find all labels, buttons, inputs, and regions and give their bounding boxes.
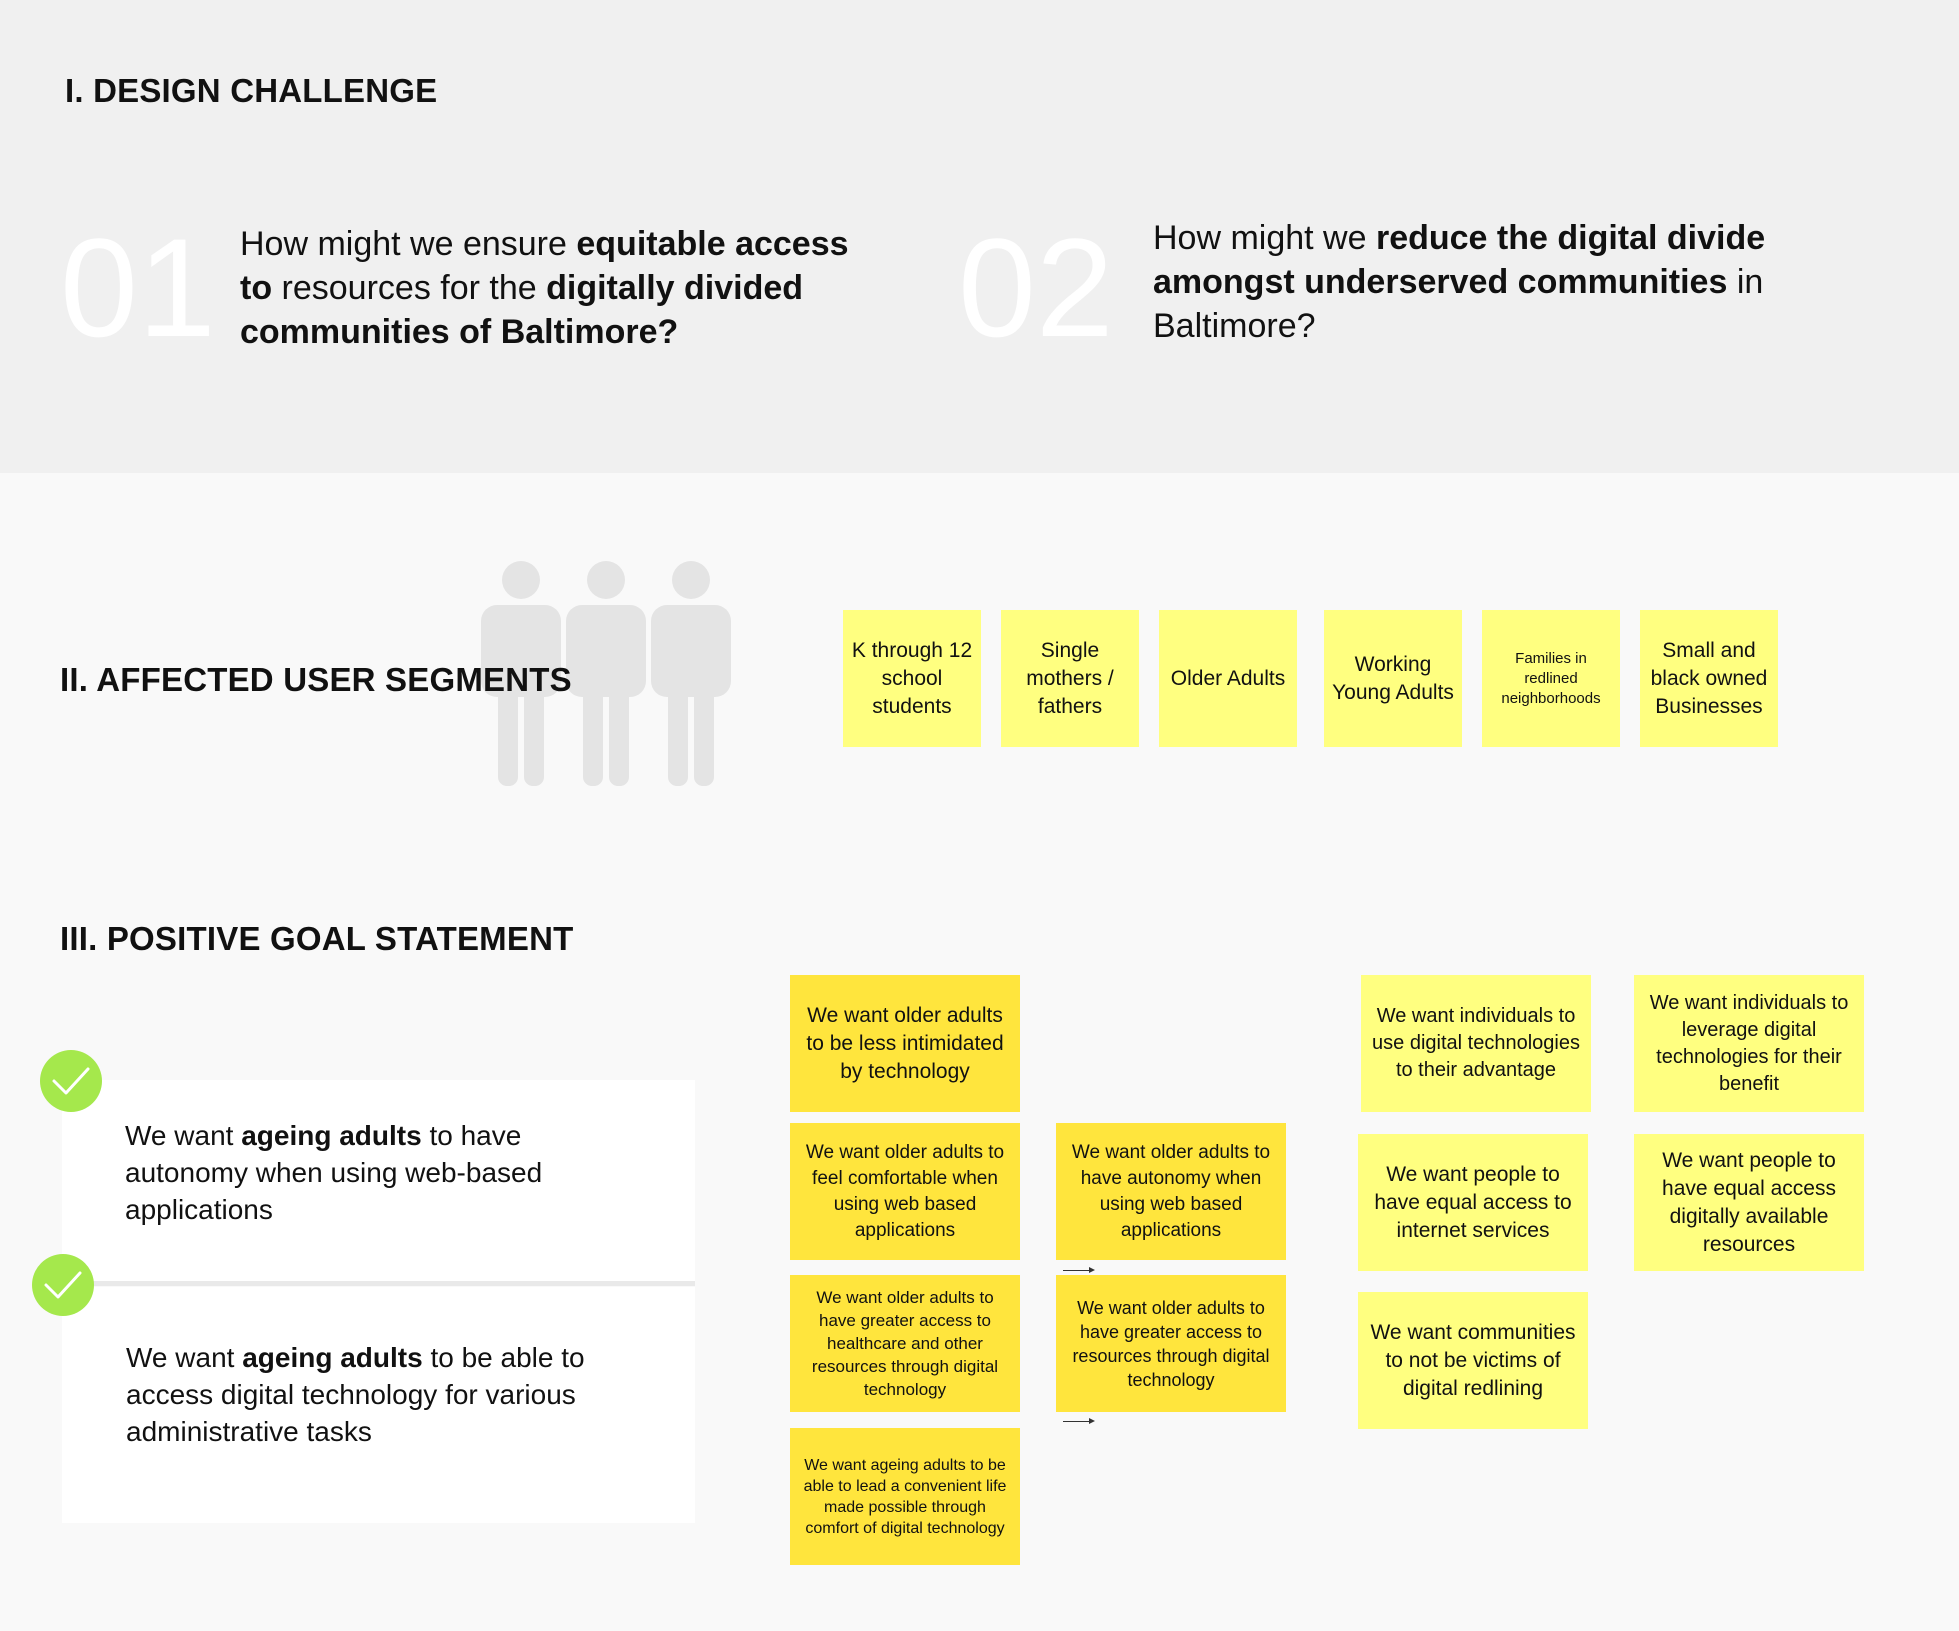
checkmark-icon — [40, 1050, 102, 1112]
section-title-affected-user-segments: II. AFFECTED USER SEGMENTS — [60, 661, 572, 698]
question-02: How might we reduce the digital divide a… — [1153, 219, 1766, 345]
people-group-icon — [481, 561, 731, 786]
arrow-icon — [1063, 1418, 1095, 1424]
question-01: How might we ensure equitable access to … — [240, 225, 849, 351]
goal-note-internet-access: We want people to have equal access to i… — [1358, 1134, 1588, 1271]
checkmark-icon — [32, 1254, 94, 1316]
question-number-01: 01 — [60, 209, 216, 366]
segment-note-single-parents: Single mothers / fathers — [1001, 610, 1139, 747]
goal-card-divider — [62, 1281, 695, 1286]
goal-note-resource-access: We want older adults to have greater acc… — [1056, 1275, 1286, 1412]
section-title-positive-goal-statement: III. POSITIVE GOAL STATEMENT — [60, 920, 574, 957]
segment-note-working-young-adults: Working Young Adults — [1324, 610, 1462, 747]
goal-note-convenient-life: We want ageing adults to be able to lead… — [790, 1428, 1020, 1565]
question-number-02: 02 — [958, 209, 1114, 366]
section-title-design-challenge: I. DESIGN CHALLENGE — [65, 72, 438, 109]
goal-note-feel-comfortable: We want older adults to feel comfortable… — [790, 1123, 1020, 1260]
goal-note-equal-resource-access: We want people to have equal access digi… — [1634, 1134, 1864, 1271]
goal-note-leverage-technology: We want individuals to leverage digital … — [1634, 975, 1864, 1112]
segment-note-redlined-families: Families in redlined neighborhoods — [1482, 610, 1620, 747]
segment-note-black-owned-businesses: Small and black owned Businesses — [1640, 610, 1778, 747]
design-challenge-band — [0, 0, 1959, 473]
segment-note-k12: K through 12 school students — [843, 610, 981, 747]
goal-statement-1: We want ageing adults to have autonomy w… — [125, 1120, 543, 1225]
segment-note-older-adults: Older Adults — [1159, 610, 1297, 747]
goal-card-2: We want ageing adults to be able to acce… — [62, 1287, 695, 1523]
goal-note-autonomy: We want older adults to have autonomy wh… — [1056, 1123, 1286, 1260]
goal-statement-2: We want ageing adults to be able to acce… — [126, 1342, 585, 1447]
goal-note-digital-advantage: We want individuals to use digital techn… — [1361, 975, 1591, 1112]
goal-note-healthcare-access: We want older adults to have greater acc… — [790, 1275, 1020, 1412]
goal-card-1: We want ageing adults to have autonomy w… — [62, 1080, 695, 1283]
goal-note-less-intimidated: We want older adults to be less intimida… — [790, 975, 1020, 1112]
goal-note-digital-redlining: We want communities to not be victims of… — [1358, 1292, 1588, 1429]
arrow-icon — [1063, 1267, 1095, 1273]
